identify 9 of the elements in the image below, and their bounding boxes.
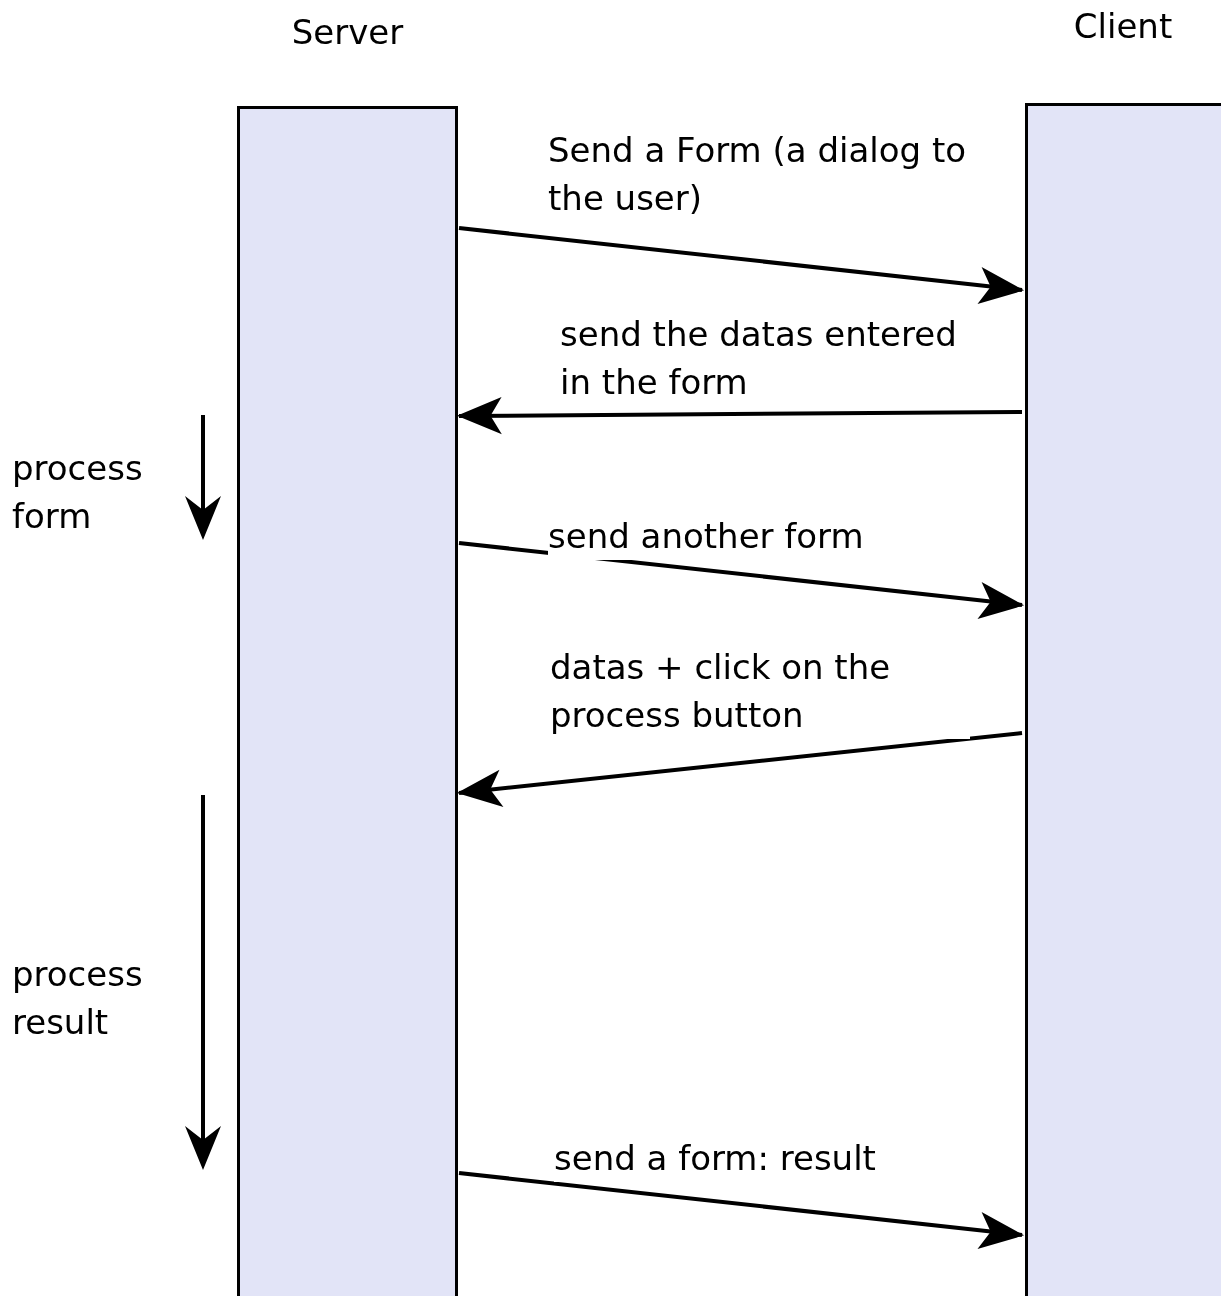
arrow	[456, 396, 1022, 435]
process-note: process result	[12, 953, 144, 1044]
arrow	[458, 226, 1025, 304]
lifeline-heading: Client	[1073, 5, 1173, 48]
arrow	[458, 1171, 1025, 1249]
process-note: process form	[12, 447, 144, 538]
arrow	[458, 541, 1025, 619]
lifeline-heading: Server	[291, 11, 404, 54]
arrow	[456, 731, 1023, 807]
